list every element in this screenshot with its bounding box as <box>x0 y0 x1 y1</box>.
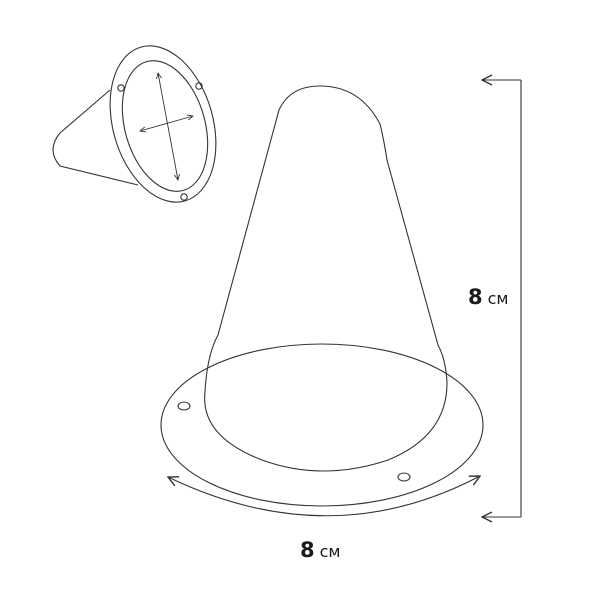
main-cone <box>160 85 484 507</box>
cone-body <box>204 85 448 393</box>
small-base-inner <box>121 60 209 192</box>
mount-hole <box>177 401 191 411</box>
small-mount-hole <box>195 82 203 90</box>
base-inner-edge <box>204 382 448 472</box>
height-value: 8 <box>468 285 483 309</box>
perspective-view <box>52 45 217 203</box>
width-value: 8 <box>300 538 315 562</box>
height-unit: см <box>487 289 509 308</box>
height-dimension <box>482 80 522 517</box>
small-mount-hole <box>117 84 125 92</box>
width-arc <box>168 476 480 517</box>
small-horizontal-arrow <box>140 116 193 131</box>
small-mount-hole <box>180 193 188 201</box>
width-unit: см <box>319 542 341 561</box>
base-rim <box>160 343 484 507</box>
